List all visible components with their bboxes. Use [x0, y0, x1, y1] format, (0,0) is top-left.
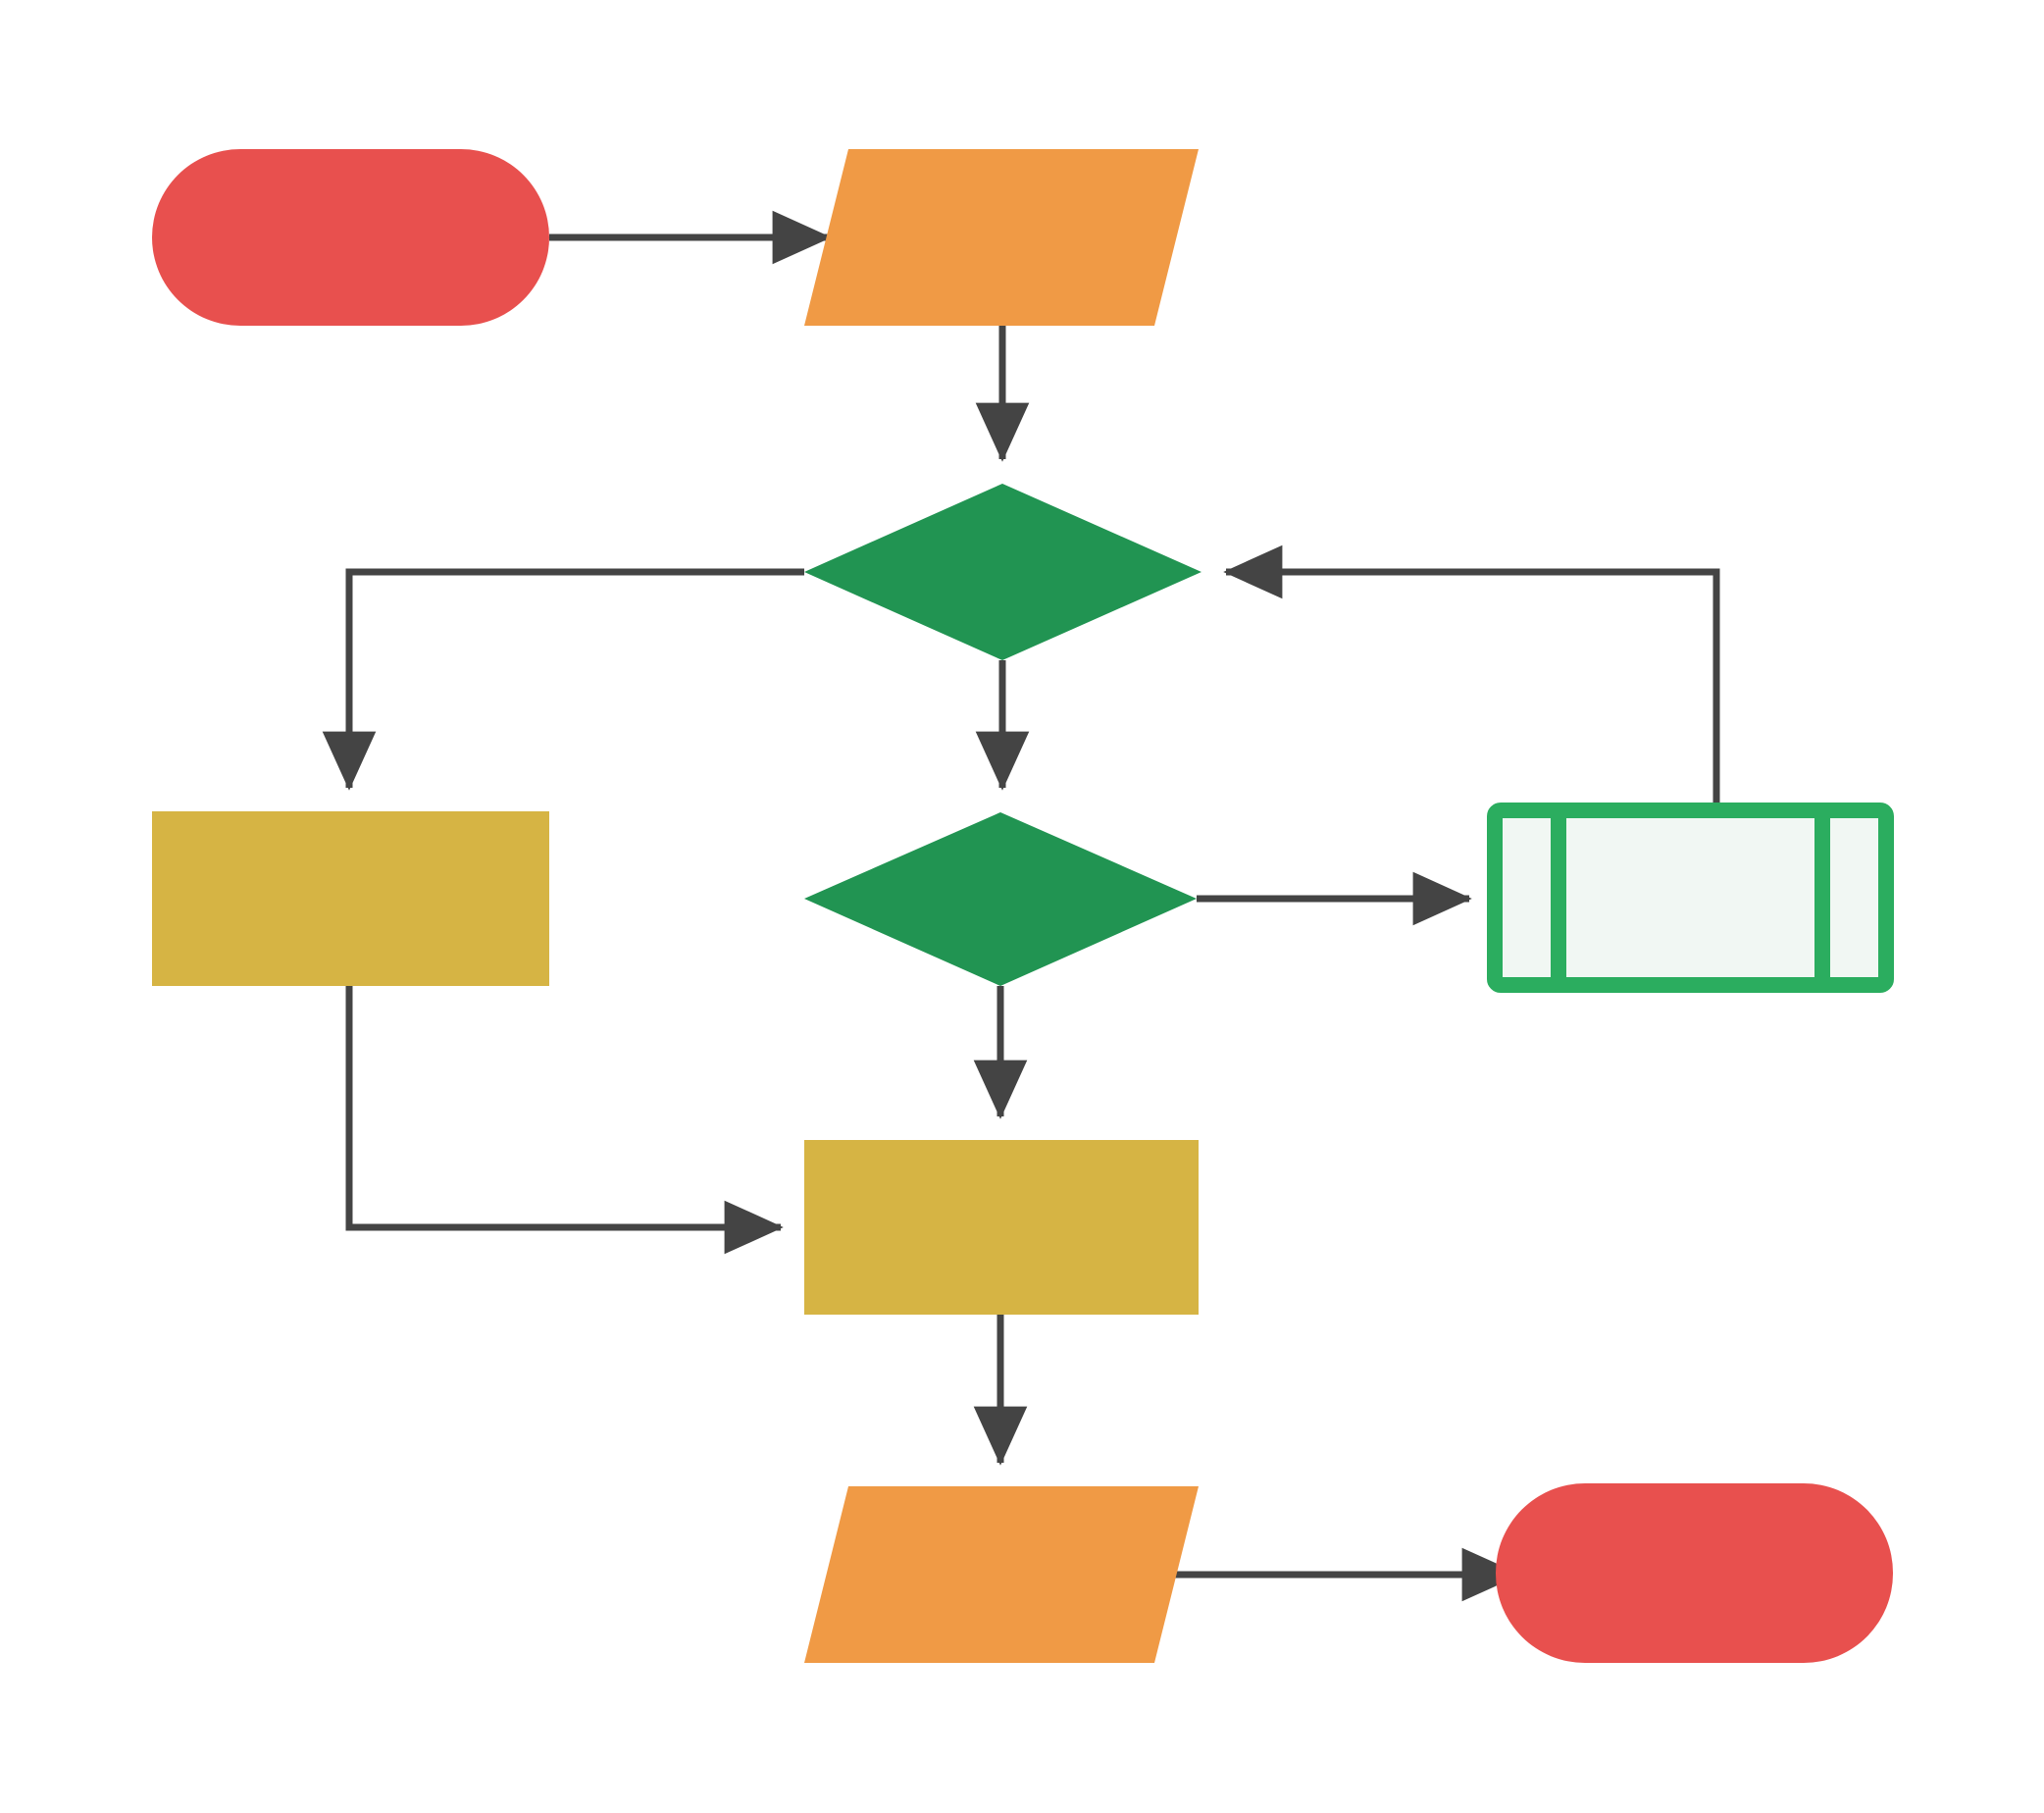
- node-decision-2-diamond[interactable]: [804, 812, 1197, 986]
- node-process-left-rect[interactable]: [152, 811, 549, 986]
- process-left-rect-shape[interactable]: [152, 811, 549, 986]
- input-parallelogram-shape[interactable]: [804, 149, 1199, 326]
- process-main-rect-shape[interactable]: [804, 1140, 1199, 1315]
- node-output-parallelogram[interactable]: [804, 1486, 1199, 1663]
- start-terminal-shape[interactable]: [152, 149, 549, 326]
- edge-process-left-to-process-main: [345, 986, 784, 1255]
- output-parallelogram-shape[interactable]: [804, 1486, 1199, 1663]
- nodes-layer: [152, 149, 1894, 1663]
- node-subroutine-predefined-process[interactable]: [1487, 803, 1894, 993]
- decision-2-diamond-shape[interactable]: [804, 812, 1197, 986]
- node-decision-1-diamond[interactable]: [804, 484, 1201, 660]
- edge-subroutine-to-decision-1: [1223, 544, 1720, 806]
- subroutine-outer-shape[interactable]: [1487, 803, 1894, 993]
- node-process-main-rect[interactable]: [804, 1140, 1199, 1315]
- edge-decision-1-to-process-left: [322, 568, 804, 791]
- node-end-terminal[interactable]: [1496, 1483, 1893, 1663]
- end-terminal-shape[interactable]: [1496, 1483, 1893, 1663]
- decision-1-diamond-shape[interactable]: [804, 484, 1201, 660]
- node-input-parallelogram[interactable]: [804, 149, 1199, 326]
- node-start-terminal[interactable]: [152, 149, 549, 326]
- connectors-layer: [322, 210, 1720, 1602]
